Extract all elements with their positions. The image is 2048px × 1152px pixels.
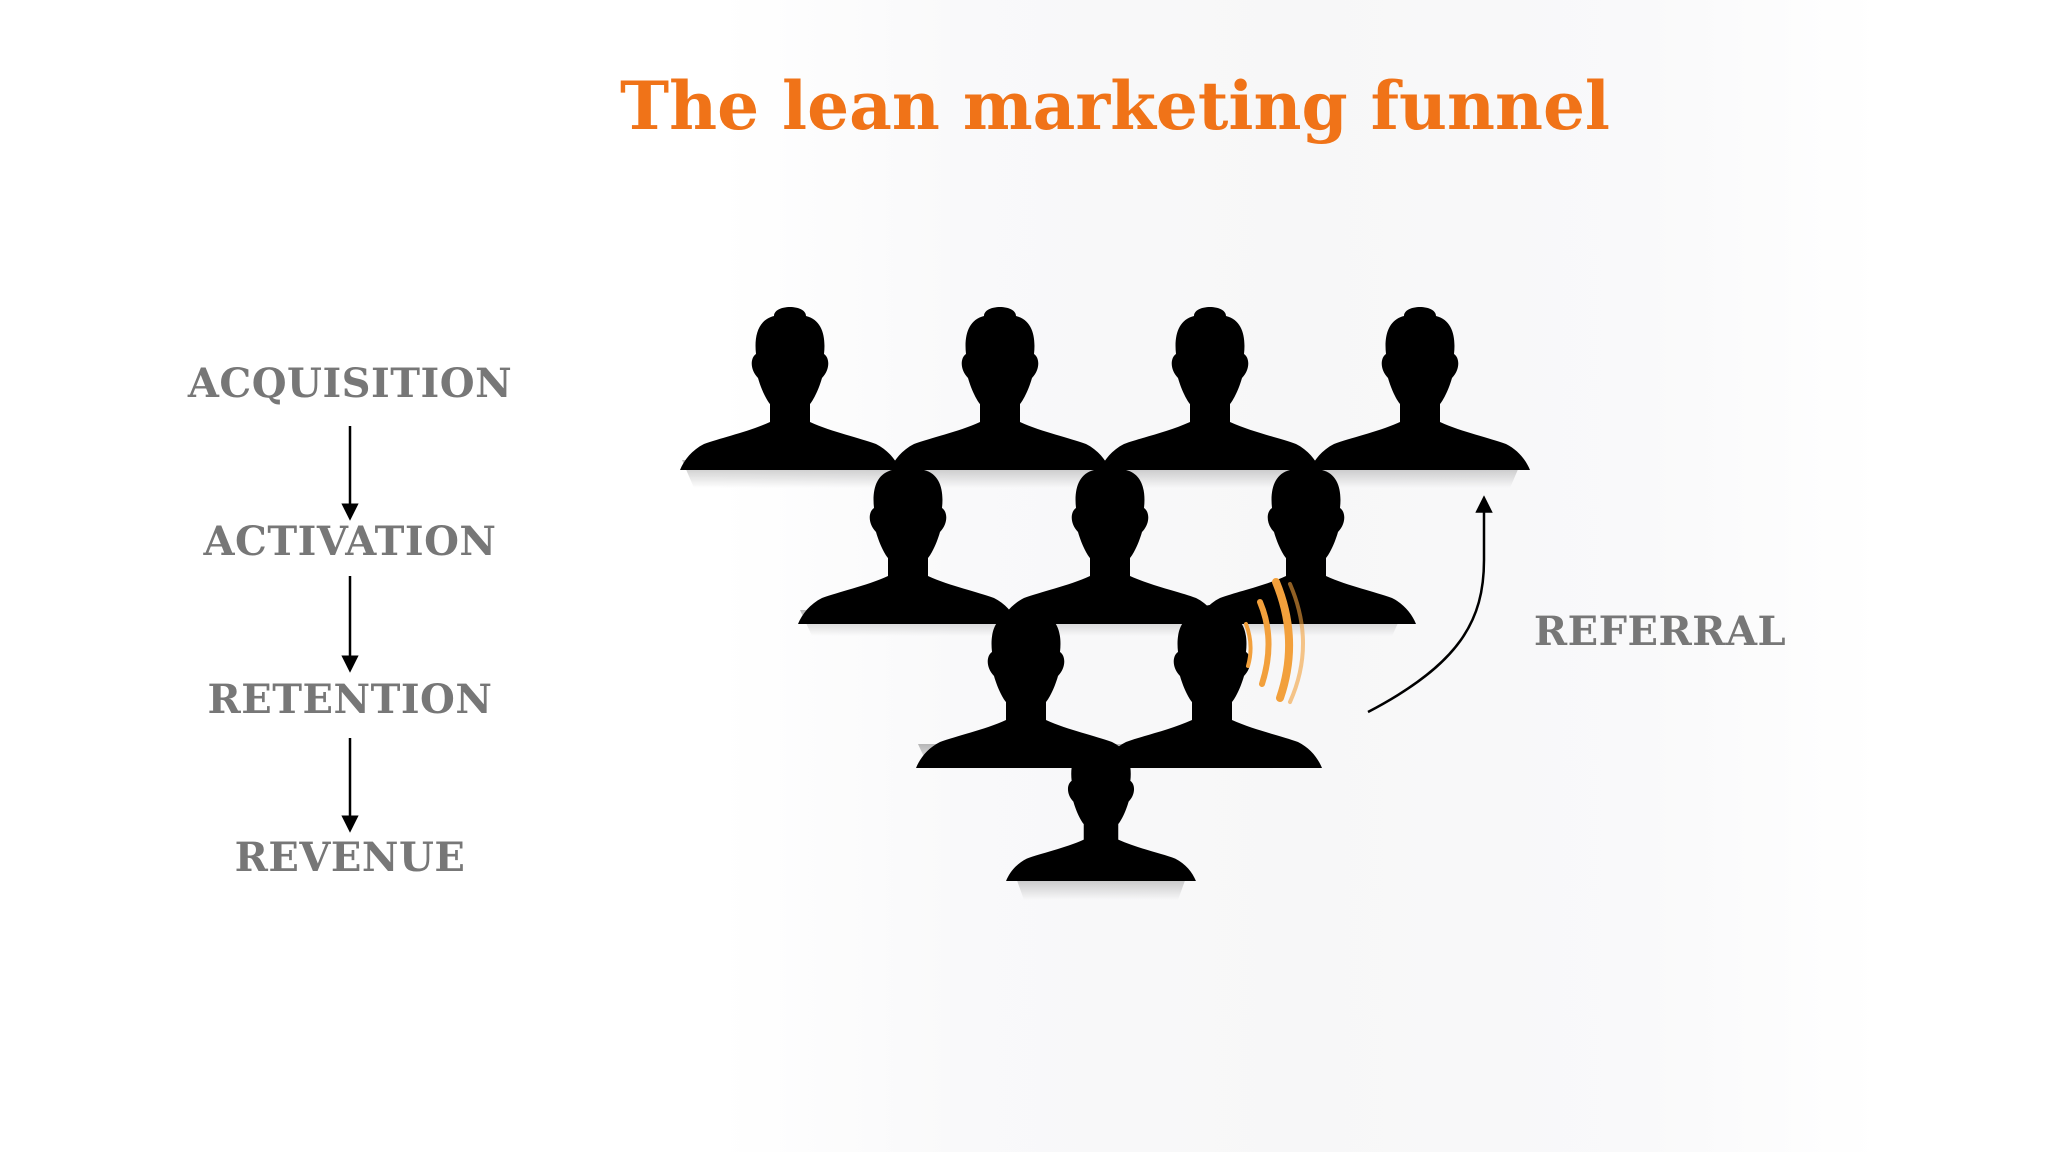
stage-retention: RETENTION bbox=[207, 676, 493, 723]
slide-title: The lean marketing funnel bbox=[619, 67, 1611, 145]
silhouette-row-2 bbox=[798, 461, 1416, 624]
silhouette-row-1 bbox=[680, 307, 1530, 470]
stage-acquisition: ACQUISITION bbox=[187, 360, 513, 407]
stage-activation: ACTIVATION bbox=[203, 518, 497, 565]
person-silhouette-icon bbox=[1310, 307, 1530, 470]
stage-revenue: REVENUE bbox=[234, 834, 466, 881]
signal-waves-icon bbox=[1244, 578, 1305, 704]
referral-label: REFERRAL bbox=[1533, 608, 1787, 655]
person-silhouette-icon bbox=[890, 307, 1110, 470]
person-silhouette-icon bbox=[680, 307, 900, 470]
curved-arrow-icon bbox=[1367, 495, 1493, 714]
person-silhouette-icon bbox=[1100, 307, 1320, 470]
